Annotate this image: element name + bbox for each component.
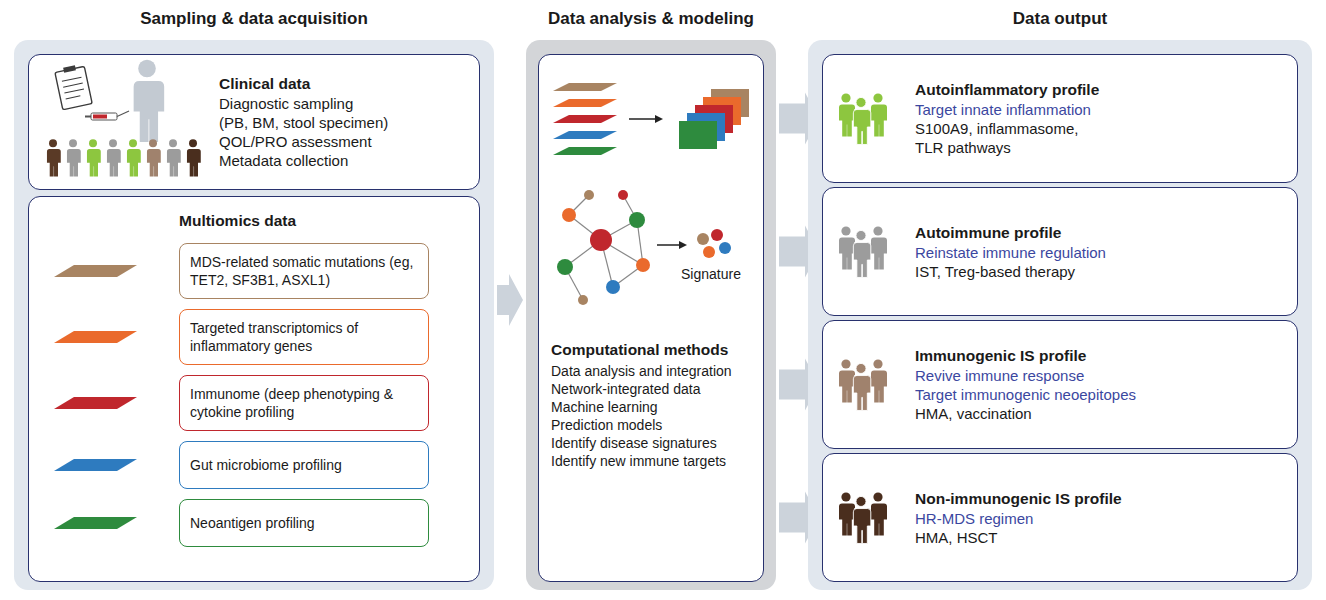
multiomics-box: Multiomics dataMDS-related somatic mutat… xyxy=(28,196,480,582)
process-arrow xyxy=(629,115,663,123)
signature-label: Signature xyxy=(681,265,741,283)
block-arrow xyxy=(497,274,523,326)
omics-layer-box: Neoantigen profiling xyxy=(179,499,429,547)
clinical-data-box: Clinical dataDiagnostic sampling(PB, BM,… xyxy=(28,54,480,190)
people-icon xyxy=(823,454,913,577)
box-title: Clinical data xyxy=(219,74,469,94)
omics-layer-box: Gut microbiome profiling xyxy=(179,441,429,489)
output-profile-box: Autoimmune profileReinstate immune regul… xyxy=(822,187,1298,316)
integrated-cards xyxy=(679,89,749,149)
box-text: Data analysis and integration xyxy=(551,362,757,380)
box-text: HR-MDS regimen xyxy=(915,509,1287,528)
box-title: Computational methods xyxy=(551,340,757,360)
methods-box: SignatureComputational methodsData analy… xyxy=(538,54,764,582)
patient-cohort xyxy=(47,139,201,176)
box-text: Target innate inflammation xyxy=(915,100,1287,119)
column-heading: Data analysis & modeling xyxy=(526,9,776,29)
syringe xyxy=(85,111,129,120)
analysis-illustration xyxy=(539,55,764,577)
column-panel: Data output Autoinflammatory profileTarg… xyxy=(808,40,1312,590)
box-text: Prediction models xyxy=(551,416,757,434)
box-text: Revive immune response xyxy=(915,366,1287,385)
box-text: Identify disease signatures xyxy=(551,434,757,452)
column-panel: Data analysis & modeling SignatureComput… xyxy=(526,40,776,590)
box-title: Multiomics data xyxy=(179,211,469,231)
clipboard xyxy=(54,63,92,109)
output-profile-box: Autoinflammatory profileTarget innate in… xyxy=(822,54,1298,183)
box-text: Targeted transcriptomics of inflammatory… xyxy=(190,319,418,355)
omics-layer-box: Immunome (deep phenotyping & cytokine pr… xyxy=(179,375,429,431)
output-profile-box: Non-immunogenic IS profileHR-MDS regimen… xyxy=(822,453,1298,582)
signature-dots xyxy=(697,229,731,258)
box-text: MDS-related somatic mutations (eg, TET2,… xyxy=(190,253,418,289)
box-text: Network-integrated data xyxy=(551,380,757,398)
box-title: Autoinflammatory profile xyxy=(915,80,1287,100)
people-icon xyxy=(823,321,913,444)
output-profile-box: Immunogenic IS profileRevive immune resp… xyxy=(822,320,1298,449)
box-text: Identify new immune targets xyxy=(551,452,757,470)
box-text: (PB, BM, stool specimen) xyxy=(219,113,469,132)
box-title: Non-immunogenic IS profile xyxy=(915,489,1287,509)
omics-layer-box: MDS-related somatic mutations (eg, TET2,… xyxy=(179,243,429,299)
box-text: Reinstate immune regulation xyxy=(915,243,1287,262)
people-icon xyxy=(823,55,913,178)
box-text: IST, Treg-based therapy xyxy=(915,262,1287,281)
box-text: Target immunogenic neoepitopes xyxy=(915,385,1287,404)
people-icon xyxy=(823,188,913,311)
network-graph xyxy=(557,190,650,305)
box-text: QOL/PRO assessment xyxy=(219,132,469,151)
box-title: Autoimmune profile xyxy=(915,223,1287,243)
box-text: Immunome (deep phenotyping & cytokine pr… xyxy=(190,385,418,421)
box-text: S100A9, inflammasome, xyxy=(915,119,1287,138)
box-text: Gut microbiome profiling xyxy=(190,456,418,474)
column-panel: Sampling & data acquisition Clinical dat… xyxy=(14,40,494,590)
patient-silhouette xyxy=(134,60,165,142)
input-layers xyxy=(553,83,617,155)
box-text: Diagnostic sampling xyxy=(219,94,469,113)
column-heading: Data output xyxy=(808,9,1312,29)
omics-layer-box: Targeted transcriptomics of inflammatory… xyxy=(179,309,429,365)
box-text: Neoantigen profiling xyxy=(190,514,418,532)
box-title: Immunogenic IS profile xyxy=(915,346,1287,366)
process-arrow xyxy=(657,241,687,249)
box-text: HMA, vaccination xyxy=(915,404,1287,423)
box-text: HMA, HSCT xyxy=(915,528,1287,547)
box-text: Machine learning xyxy=(551,398,757,416)
column-heading: Sampling & data acquisition xyxy=(14,9,494,29)
box-text: Metadata collection xyxy=(219,151,469,170)
box-text: TLR pathways xyxy=(915,138,1287,157)
